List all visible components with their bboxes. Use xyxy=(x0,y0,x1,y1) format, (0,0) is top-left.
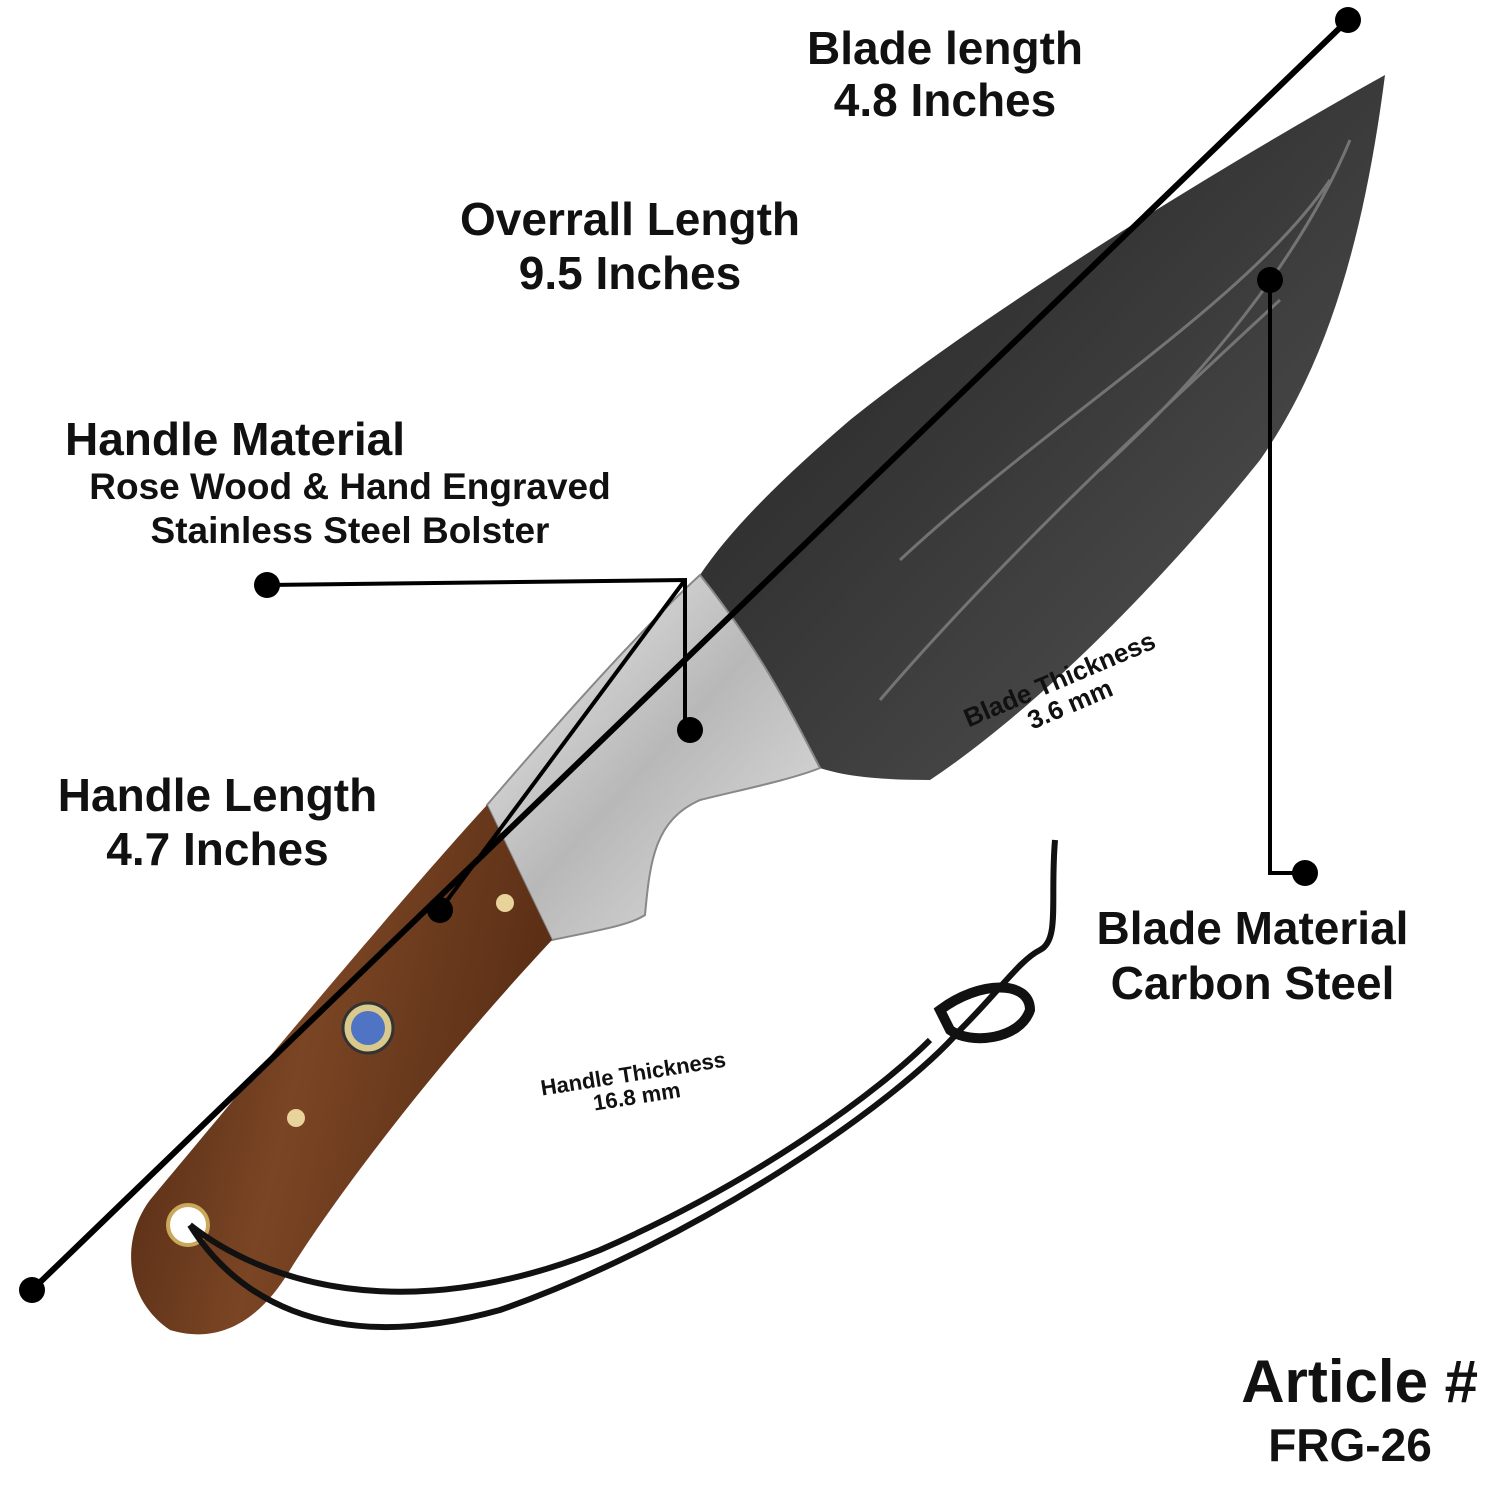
handle-length-value: 4.7 Inches xyxy=(106,823,329,875)
article-title: Article # xyxy=(1241,1348,1478,1415)
blade-material-value: Carbon Steel xyxy=(1110,957,1395,1009)
blade xyxy=(700,75,1385,780)
handle-pin xyxy=(496,894,514,912)
blade-length-title: Blade length xyxy=(806,22,1084,74)
overall-length-title: Overrall Length xyxy=(460,193,800,245)
handle-material-indicator xyxy=(254,572,703,923)
handle-pin xyxy=(287,1109,305,1127)
bolster xyxy=(485,573,822,942)
blade-material-indicator xyxy=(1257,267,1318,886)
overall-length-indicator xyxy=(19,7,1361,1303)
handle-length-title: Handle Length xyxy=(57,769,378,821)
handle xyxy=(131,805,553,1335)
overall-length-value: 9.5 Inches xyxy=(518,247,742,299)
lanyard-cord xyxy=(187,839,1058,1330)
blade-material-title: Blade Material xyxy=(1096,902,1409,954)
handle-material-line2: Stainless Steel Bolster xyxy=(150,510,550,551)
handle-material-line1: Rose Wood & Hand Engraved xyxy=(89,466,611,507)
handle-material-title: Handle Material xyxy=(65,413,405,465)
blade-length-value: 4.8 Inches xyxy=(833,74,1057,126)
article-number: FRG-26 xyxy=(1268,1419,1432,1471)
